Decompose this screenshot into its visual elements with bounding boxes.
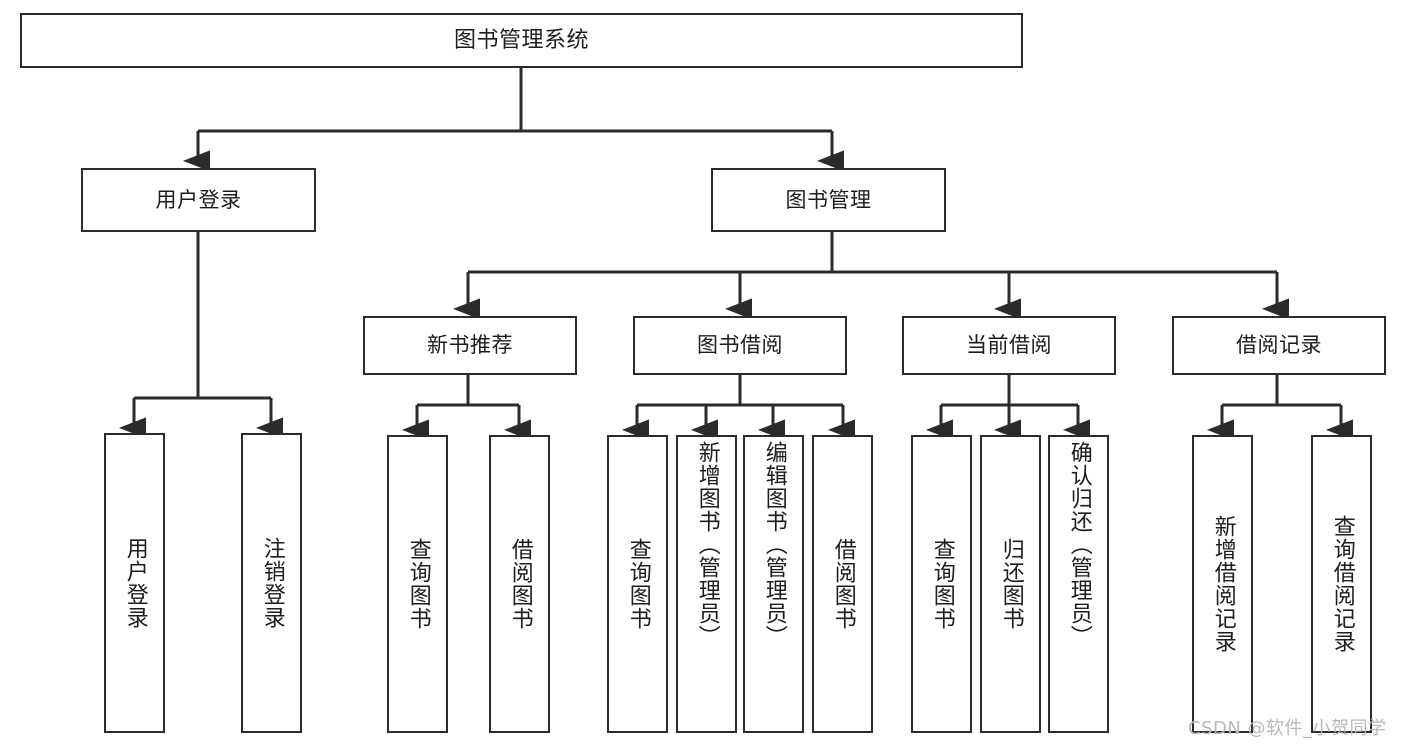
node-leaf-return-book[interactable]: 归还图书 <box>980 435 1041 733</box>
node-leaf-query-book-1-label: 查询图书 <box>405 538 431 630</box>
node-leaf-borrow-book-1[interactable]: 借阅图书 <box>489 435 550 733</box>
node-borrow-record-label: 借阅记录 <box>1236 333 1322 358</box>
node-leaf-query-book-2[interactable]: 查询图书 <box>607 435 668 733</box>
node-leaf-add-book-label: 新增图书（管理员） <box>694 441 720 648</box>
node-borrow-record[interactable]: 借阅记录 <box>1172 316 1386 375</box>
node-user-login-label: 用户登录 <box>155 187 242 212</box>
node-leaf-query-book-3[interactable]: 查询图书 <box>911 435 972 733</box>
node-leaf-add-book[interactable]: 新增图书（管理员） <box>676 435 737 733</box>
node-new-book-recommend-label: 新书推荐 <box>427 333 513 358</box>
node-book-borrow[interactable]: 图书借阅 <box>633 316 847 375</box>
watermark-text: CSDN @软件_小贺同学 <box>1188 718 1387 739</box>
node-book-borrow-label: 图书借阅 <box>697 333 783 358</box>
node-leaf-add-record-label: 新增借阅记录 <box>1210 515 1236 653</box>
node-leaf-query-book-1[interactable]: 查询图书 <box>387 435 448 733</box>
node-root-label: 图书管理系统 <box>453 27 589 53</box>
node-current-borrow[interactable]: 当前借阅 <box>902 316 1116 375</box>
node-leaf-return-book-label: 归还图书 <box>998 538 1024 630</box>
node-root[interactable]: 图书管理系统 <box>20 13 1023 68</box>
node-leaf-user-logout-label: 注销登录 <box>259 537 285 629</box>
node-leaf-user-login-label: 用户登录 <box>122 537 148 629</box>
node-leaf-query-record[interactable]: 查询借阅记录 <box>1311 435 1372 733</box>
node-leaf-user-login[interactable]: 用户登录 <box>104 433 165 733</box>
node-leaf-edit-book-label: 编辑图书（管理员） <box>761 441 787 648</box>
node-leaf-confirm-return[interactable]: 确认归还（管理员） <box>1048 435 1109 733</box>
node-leaf-query-book-2-label: 查询图书 <box>625 538 651 630</box>
node-current-borrow-label: 当前借阅 <box>966 333 1052 358</box>
node-leaf-query-record-label: 查询借阅记录 <box>1329 515 1355 653</box>
node-leaf-confirm-return-label: 确认归还（管理员） <box>1066 441 1092 648</box>
node-leaf-query-book-3-label: 查询图书 <box>929 538 955 630</box>
node-new-book-recommend[interactable]: 新书推荐 <box>363 316 577 375</box>
node-book-manage-label: 图书管理 <box>785 187 872 212</box>
node-user-login[interactable]: 用户登录 <box>81 168 316 232</box>
node-leaf-edit-book[interactable]: 编辑图书（管理员） <box>743 435 804 733</box>
node-leaf-add-record[interactable]: 新增借阅记录 <box>1192 435 1253 733</box>
node-leaf-borrow-book-2[interactable]: 借阅图书 <box>812 435 873 733</box>
node-leaf-borrow-book-2-label: 借阅图书 <box>830 538 856 630</box>
node-leaf-user-logout[interactable]: 注销登录 <box>241 433 302 733</box>
node-leaf-borrow-book-1-label: 借阅图书 <box>507 538 533 630</box>
node-book-manage[interactable]: 图书管理 <box>711 168 946 232</box>
